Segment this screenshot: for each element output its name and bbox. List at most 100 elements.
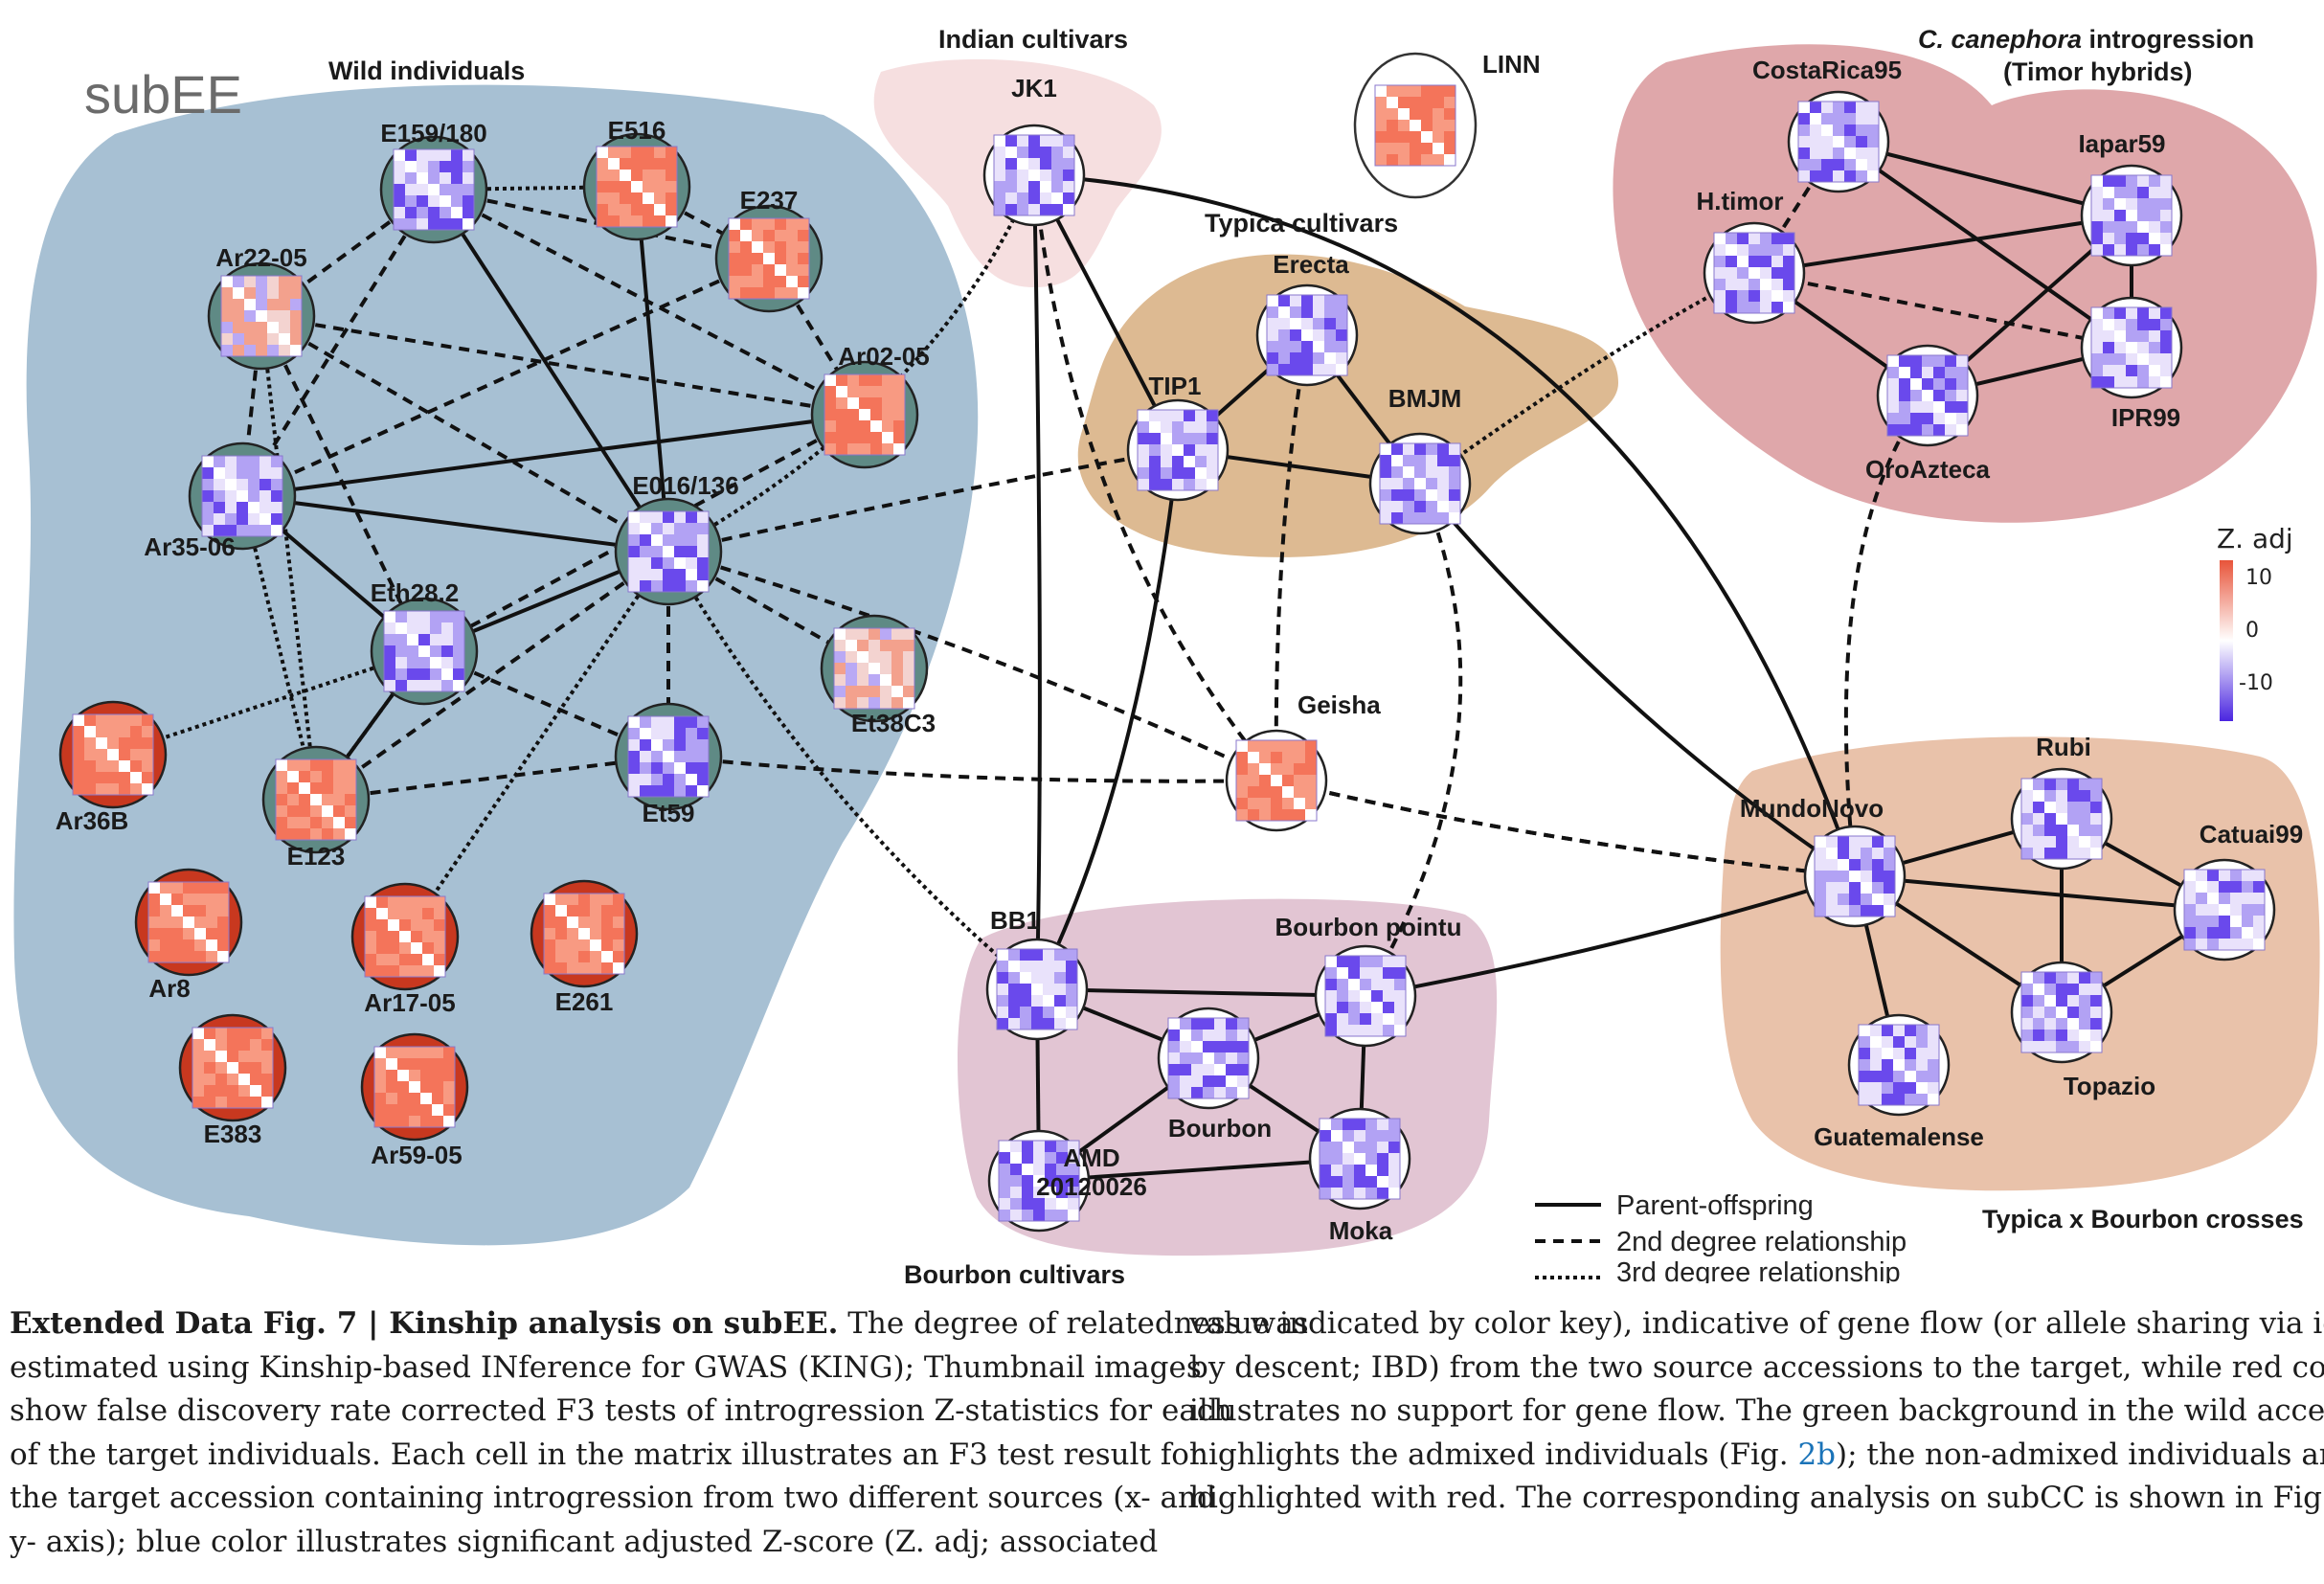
node-label: AMD bbox=[1063, 1143, 1119, 1172]
color-key-bar bbox=[2220, 560, 2233, 721]
node-bourbonpointu bbox=[1314, 944, 1417, 1048]
edge-2nd-degree bbox=[667, 755, 1277, 783]
node-bmjm bbox=[1368, 432, 1472, 535]
node-label: E516 bbox=[608, 116, 666, 145]
node-mundonovo bbox=[1803, 825, 1907, 928]
node-ar5905 bbox=[360, 1032, 469, 1142]
legend-parent-offspring: Parent-offspring bbox=[1616, 1190, 1814, 1221]
node-e123 bbox=[261, 745, 371, 854]
caption-column-2: value indicated by color key), indicativ… bbox=[1189, 1302, 2324, 1521]
node-label: Bourbon pointu bbox=[1275, 913, 1462, 941]
node-label: Rubi bbox=[2036, 733, 2091, 761]
node-label: OroAzteca bbox=[1865, 455, 1991, 484]
node-label: E237 bbox=[740, 186, 799, 215]
edge-parent-offspring bbox=[1854, 874, 2225, 912]
node-label: Topazio bbox=[2064, 1072, 2155, 1100]
caption-line: by descent; IBD) from the two source acc… bbox=[1189, 1349, 2324, 1385]
node-label: Ar36B bbox=[56, 806, 129, 835]
node-e383 bbox=[178, 1013, 287, 1122]
node-label: Ar35-06 bbox=[144, 532, 235, 561]
node-e516 bbox=[582, 132, 691, 241]
node-label: Ar8 bbox=[148, 974, 190, 1003]
caption-line: the target accession containing introgre… bbox=[10, 1481, 1216, 1515]
node-e237 bbox=[714, 204, 824, 313]
caption-line: of the target individuals. Each cell in … bbox=[10, 1437, 1204, 1472]
node-iapar59 bbox=[2080, 164, 2183, 267]
node-ar2205 bbox=[207, 261, 316, 371]
node-linn bbox=[1374, 84, 1456, 167]
caption-line: estimated using Kinship-based INference … bbox=[10, 1349, 1202, 1385]
node-ar8 bbox=[134, 868, 243, 977]
caption-column-1: Extended Data Fig. 7 | Kinship analysis … bbox=[10, 1302, 1309, 1564]
legend-second-degree: 2nd degree relationship bbox=[1616, 1227, 1907, 1257]
node-et38c3 bbox=[820, 614, 929, 723]
node-et59 bbox=[614, 702, 723, 811]
edge-2nd-degree bbox=[667, 550, 1277, 782]
color-key-title: Z. adj bbox=[2217, 523, 2293, 554]
node-label: Iapar59 bbox=[2078, 129, 2165, 158]
edge-3rd-degree bbox=[240, 495, 318, 801]
edge-parent-offspring bbox=[1038, 1157, 1361, 1183]
node-label: MundoNovo bbox=[1740, 794, 1884, 823]
node-label: JK1 bbox=[1011, 74, 1057, 102]
group-title-bourbon: Bourbon cultivars bbox=[904, 1260, 1125, 1283]
node-ar1705 bbox=[350, 882, 460, 991]
node-label: Ar59-05 bbox=[371, 1141, 462, 1169]
node-label: E016/136 bbox=[632, 471, 738, 500]
node-oroazteca bbox=[1876, 344, 1979, 447]
edge-parent-offspring bbox=[1837, 140, 2133, 350]
panel-label: subEE bbox=[84, 64, 242, 124]
node-label: E159/180 bbox=[380, 119, 486, 147]
edge-2nd-degree bbox=[1753, 271, 2132, 350]
group-title-crosses: Typica x Bourbon crosses bbox=[1982, 1205, 2304, 1233]
caption-line: Extended Data Fig. 7 | Kinship analysis … bbox=[10, 1306, 1309, 1341]
edge-2nd-degree bbox=[667, 448, 1179, 554]
edge-parent-offspring bbox=[432, 188, 670, 554]
edge-2nd-degree bbox=[241, 257, 770, 498]
node-label: TIP1 bbox=[1149, 372, 1202, 400]
edge-2nd-degree bbox=[1275, 779, 1856, 878]
edge-parent-offspring bbox=[241, 413, 866, 498]
edge-parent-offspring bbox=[1033, 173, 1857, 877]
node-label: Guatemalense bbox=[1814, 1122, 1984, 1151]
color-key: Z. adj 10 0 -10 bbox=[2217, 523, 2293, 721]
edge-parent-offspring bbox=[1418, 482, 1857, 878]
node-label: Et59 bbox=[643, 799, 695, 827]
edge-parent-offspring bbox=[1036, 987, 1366, 998]
group-title-wild: Wild individuals bbox=[328, 57, 525, 85]
caption-line: highlighted with red. The corresponding … bbox=[1189, 1481, 2324, 1515]
node-catuai99 bbox=[2173, 858, 2276, 962]
caption-figure-label: Extended Data Fig. 7 | Kinship analysis … bbox=[10, 1306, 839, 1341]
node-label-secondary: 20120026 bbox=[1036, 1172, 1147, 1201]
node-rubi bbox=[2010, 767, 2113, 871]
edge-2nd-degree bbox=[240, 188, 436, 498]
color-key-tick-high: 10 bbox=[2245, 566, 2272, 590]
node-label: E261 bbox=[555, 987, 614, 1016]
edge-2nd-degree bbox=[1274, 334, 1309, 781]
node-label: Ar17-05 bbox=[364, 988, 455, 1017]
edge-2nd-degree bbox=[315, 755, 669, 802]
group-title-typica: Typica cultivars bbox=[1205, 209, 1398, 238]
caption-line: show false discovery rate corrected F3 t… bbox=[10, 1393, 1233, 1428]
edge-2nd-degree bbox=[1843, 394, 1929, 877]
node-label: Et38C3 bbox=[851, 709, 936, 737]
figure-reference-link[interactable]: 2b bbox=[1797, 1437, 1837, 1472]
node-e261 bbox=[530, 879, 639, 988]
node-bb1 bbox=[985, 938, 1089, 1041]
color-key-tick-low: -10 bbox=[2239, 671, 2273, 695]
edge-2nd-degree bbox=[259, 314, 670, 554]
node-label: Ar22-05 bbox=[215, 243, 306, 272]
node-label: CostaRica95 bbox=[1752, 56, 1902, 84]
node-label: Eth28.2 bbox=[371, 578, 460, 607]
caption-line: highlights the admixed individuals (Fig.… bbox=[1189, 1437, 2324, 1472]
node-e159 bbox=[379, 135, 488, 244]
legend-third-degree: 3rd degree relationship bbox=[1616, 1257, 1901, 1283]
node-label: Geisha bbox=[1297, 690, 1381, 719]
node-label: E123 bbox=[287, 842, 346, 871]
group-title-canephora: C. canephora introgression bbox=[1918, 25, 2254, 54]
node-e016 bbox=[614, 497, 723, 606]
edge-3rd-degree bbox=[112, 649, 425, 757]
node-ar3506 bbox=[188, 441, 297, 551]
